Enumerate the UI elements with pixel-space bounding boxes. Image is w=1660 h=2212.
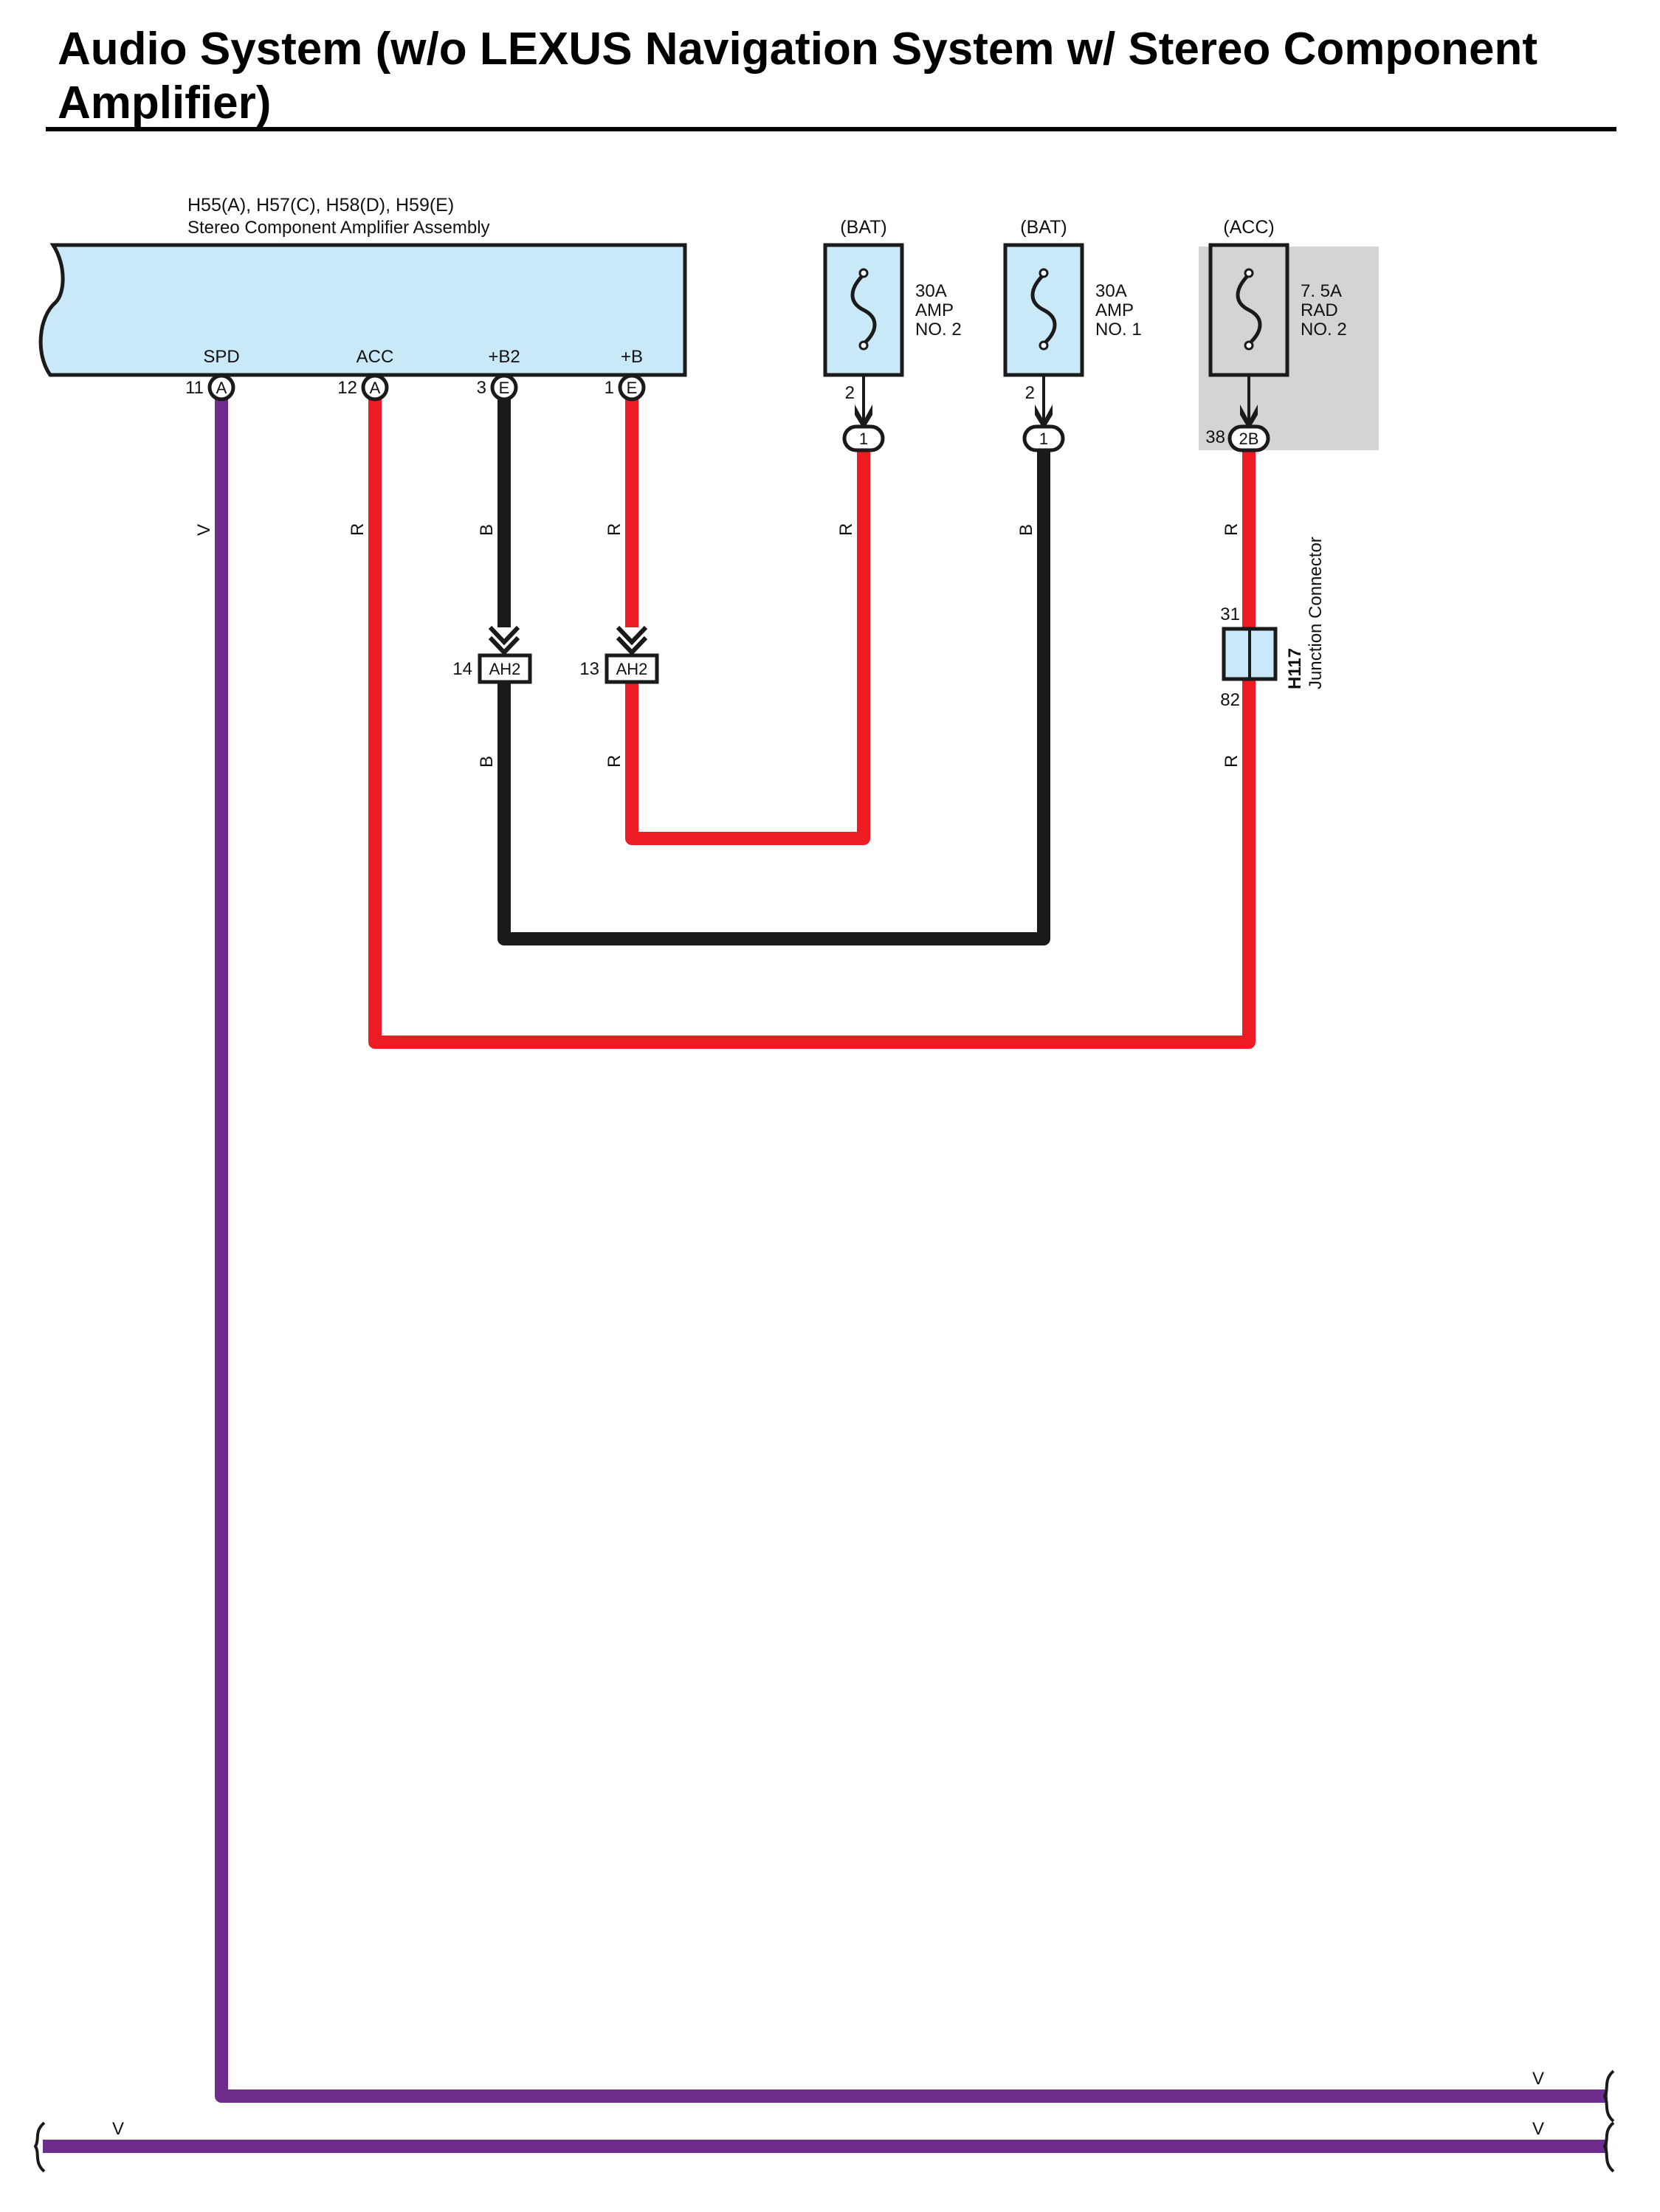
wire-code-acc: R bbox=[348, 523, 368, 536]
arrow-fuse-rad bbox=[1240, 404, 1258, 430]
fuse-amp-no2-line3: NO. 2 bbox=[915, 320, 962, 340]
wire-code-b2-upper: B bbox=[477, 524, 497, 536]
pin-label-acc: ACC bbox=[357, 347, 394, 367]
page-title-line-1: Audio System (w/o LEXUS Navigation Syste… bbox=[58, 24, 1537, 75]
arrow-ah2-b2-a bbox=[488, 625, 520, 646]
arrow-fuse-amp2 bbox=[855, 404, 872, 430]
arrow-ah2-b-b bbox=[616, 635, 648, 656]
fuse-amp2-connector: 1 bbox=[842, 424, 885, 452]
inline-connector-ah2-14-pin: 14 bbox=[452, 659, 472, 679]
fuse-amp-no1-line3: NO. 1 bbox=[1095, 320, 1142, 340]
fuse-rad-connector-id: 2B bbox=[1239, 430, 1259, 448]
arrow-ah2-b-a bbox=[616, 625, 648, 646]
page-title-line-2: Amplifier) bbox=[58, 77, 272, 128]
arrow-fuse-amp1 bbox=[1035, 404, 1053, 430]
junction-pin-bottom: 82 bbox=[1220, 690, 1240, 710]
fuse-amp-no2-out-pin: 2 bbox=[845, 383, 855, 403]
fuse-rad-connector: 2B bbox=[1227, 424, 1270, 452]
fuse-amp1-connector-id: 1 bbox=[1039, 430, 1048, 448]
amp-pin-spd: A 11 bbox=[185, 373, 235, 402]
fuse-amp-no1-source: (BAT) bbox=[1020, 217, 1067, 238]
wire-code-fuse-rad: R bbox=[1222, 523, 1241, 536]
continuation-mark-left bbox=[33, 2121, 46, 2173]
fuse-rad-no2: (ACC) 7. 5A RAD NO. 2 38 bbox=[1205, 217, 1346, 447]
wire-b-red-lower bbox=[625, 450, 870, 845]
fuse-rad-no2-symbol bbox=[1236, 273, 1262, 345]
arrow-ah2-b2-b bbox=[488, 635, 520, 656]
fuse-rad-no2-rating: 7. 5A bbox=[1301, 281, 1342, 301]
amplifier-body bbox=[38, 243, 687, 377]
wire-b2-black-lower bbox=[497, 450, 1050, 945]
amp-pin-acc: A 12 bbox=[337, 373, 389, 402]
wire-code-b-upper: R bbox=[605, 523, 624, 536]
fuse-amp2-connector-id: 1 bbox=[859, 430, 868, 448]
fuse-rad-no2-line2: RAD bbox=[1301, 300, 1338, 320]
amplifier-name: Stereo Component Amplifier Assembly bbox=[187, 218, 490, 238]
fuse-amp1-connector: 1 bbox=[1022, 424, 1065, 452]
fuse-rad-no2-line3: NO. 2 bbox=[1301, 320, 1347, 340]
amp-pin-b-number: 1 bbox=[605, 378, 614, 398]
amp-pin-spd-number: 11 bbox=[185, 378, 204, 398]
wire-acc-red bbox=[368, 399, 1256, 1049]
wire-code-bus1-right: V bbox=[1532, 2069, 1544, 2089]
junction-name: Junction Connector bbox=[1306, 537, 1326, 689]
inline-connector-ah2-14: AH2 14 bbox=[452, 653, 532, 684]
wire-code-junction-lower: R bbox=[1222, 755, 1241, 768]
pin-label-spd: SPD bbox=[203, 347, 239, 367]
amp-pin-b2: E 3 bbox=[477, 373, 518, 402]
inline-connector-ah2-14-name: AH2 bbox=[489, 660, 521, 678]
wire-code-b2-lower: B bbox=[477, 756, 497, 768]
wire-code-b-lower: R bbox=[605, 755, 624, 768]
continuation-mark-right-2 bbox=[1602, 2121, 1615, 2173]
amp-pin-acc-conn: A bbox=[370, 379, 381, 397]
fuse-amp-no1-out-pin: 2 bbox=[1025, 383, 1035, 403]
fuse-amp-no2-line2: AMP bbox=[915, 300, 954, 320]
amp-pin-b2-conn: E bbox=[499, 379, 510, 397]
wire-spd-violet bbox=[215, 399, 1608, 2103]
wire-code-bus2-left: V bbox=[112, 2119, 124, 2139]
fuse-amp-no1-symbol bbox=[1030, 273, 1057, 345]
continuation-mark-right-1 bbox=[1602, 2070, 1615, 2123]
fuse-amp-no2-rating: 30A bbox=[915, 281, 947, 301]
wire-code-fuse-amp1: B bbox=[1016, 524, 1036, 536]
amplifier-connectors: H55(A), H57(C), H58(D), H59(E) bbox=[187, 195, 454, 216]
wire-code-bus2-right: V bbox=[1532, 2119, 1544, 2139]
junction-id: H117 bbox=[1285, 648, 1305, 689]
amp-pin-b: E 1 bbox=[605, 373, 646, 402]
inline-connector-ah2-13-pin: 13 bbox=[579, 659, 599, 679]
wire-code-fuse-amp2: R bbox=[836, 523, 856, 536]
junction-pin-top: 31 bbox=[1220, 604, 1240, 624]
inline-connector-ah2-13: AH2 13 bbox=[579, 653, 659, 684]
amp-pin-b-conn: E bbox=[627, 379, 638, 397]
amp-pin-b2-number: 3 bbox=[477, 378, 486, 398]
fuse-amp-no1-rating: 30A bbox=[1095, 281, 1127, 301]
pin-label-b2: +B2 bbox=[488, 347, 520, 367]
junction-connector-h117: 31 82 H117 Junction Connector bbox=[1220, 537, 1326, 710]
fuse-rad-no2-source: (ACC) bbox=[1223, 217, 1274, 238]
pin-label-b: +B bbox=[621, 347, 643, 367]
inline-connector-ah2-13-name: AH2 bbox=[616, 660, 648, 678]
fuse-amp-no1-line2: AMP bbox=[1095, 300, 1134, 320]
amp-pin-acc-number: 12 bbox=[337, 378, 357, 398]
fuse-amp-no1: (BAT) 30A AMP NO. 1 2 bbox=[1003, 217, 1142, 403]
title-block: Audio System (w/o LEXUS Navigation Syste… bbox=[58, 22, 1608, 130]
fuse-amp-no2-source: (BAT) bbox=[840, 217, 886, 238]
wire-code-spd: V bbox=[194, 524, 214, 536]
fuse-amp-no2-symbol bbox=[850, 273, 877, 345]
fuse-amp-no2: (BAT) 30A AMP NO. 2 2 bbox=[823, 217, 962, 403]
fuse-rad-no2-out-pin: 38 bbox=[1205, 427, 1225, 447]
title-rule bbox=[46, 127, 1616, 131]
amp-pin-spd-conn: A bbox=[216, 379, 227, 397]
